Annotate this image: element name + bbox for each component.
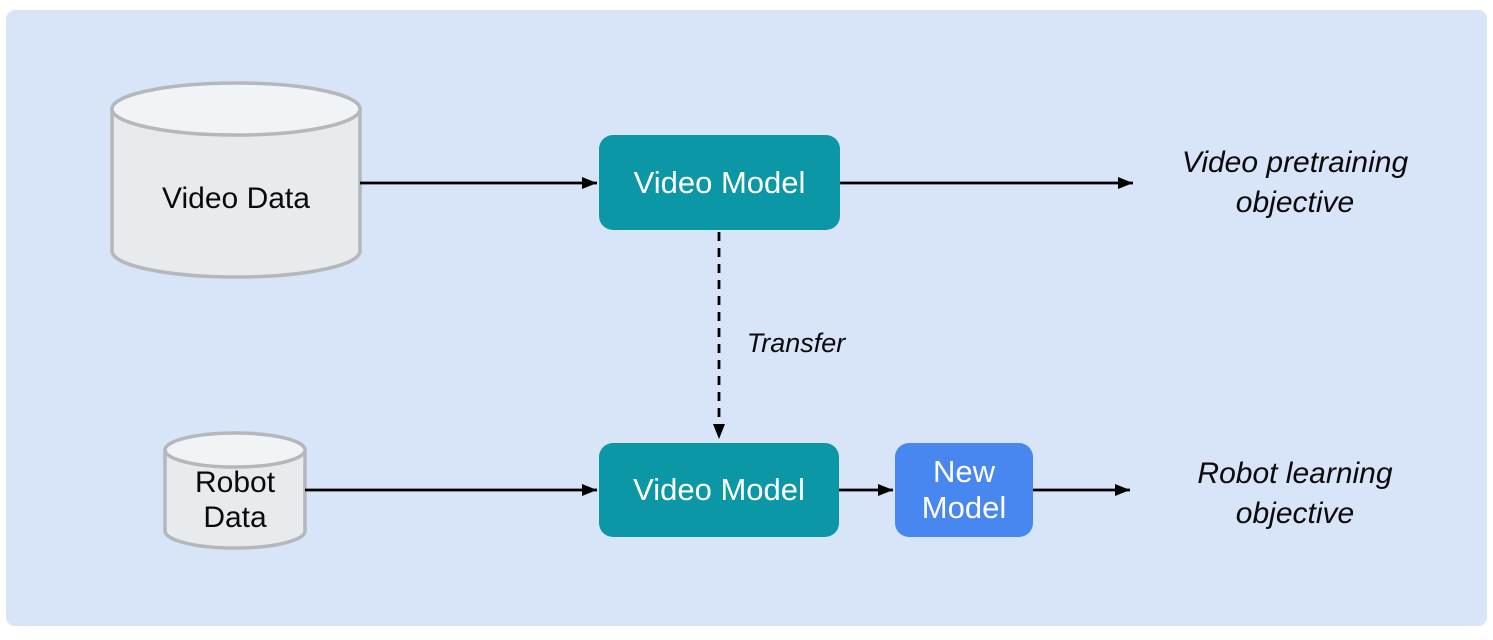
video-model-top-box: Video Model — [599, 135, 840, 230]
transfer-label: Transfer — [746, 328, 846, 358]
video-model-bottom-label: Video Model — [633, 472, 805, 507]
video-data-label: Video Data — [162, 182, 310, 215]
video-model-bottom-box: Video Model — [599, 443, 839, 537]
video-pretraining-objective-text: Video pretraining objective — [1130, 143, 1460, 223]
new-model-label-line1: New — [932, 454, 995, 489]
new-model-box: New Model — [895, 443, 1033, 537]
new-model-label-line2: Model — [921, 490, 1007, 525]
robot-data-cylinder — [163, 431, 307, 550]
robot-data-label-line1: Robot — [194, 466, 276, 499]
video-pretraining-objective-line1: Video pretraining — [1181, 146, 1409, 179]
robot-data-label-line2: Data — [203, 501, 267, 534]
robot-data-label: Robot Data — [165, 465, 305, 535]
robot-learning-objective-text: Robot learning objective — [1130, 454, 1460, 534]
robot-learning-objective-line1: Robot learning — [1197, 457, 1393, 490]
video-model-top-label: Video Model — [633, 164, 806, 200]
robot-learning-objective-line2: objective — [1235, 497, 1355, 530]
video-data-cylinder — [110, 81, 362, 279]
video-pretraining-objective-line2: objective — [1235, 186, 1355, 219]
